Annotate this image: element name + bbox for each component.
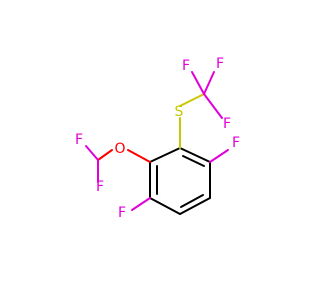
- s-c-bond: [179, 93, 205, 107]
- ring-f-left-bond: [131, 197, 151, 211]
- ring-double-bond-1: [182, 155, 205, 167]
- ring-bond-1: [179, 147, 211, 163]
- ring-double-bond-2: [180, 194, 204, 208]
- ring-o-bond: [127, 149, 151, 163]
- sulfur-label: S: [175, 104, 184, 120]
- molecule-structure: F F F S O F F F F: [75, 56, 240, 221]
- fluorine-label-chf2-top: F: [75, 132, 83, 148]
- ring-fluorines: [131, 149, 229, 211]
- ring-bond-4: [149, 197, 181, 215]
- oxygen-label: O: [114, 141, 125, 157]
- difluoromethoxy-group: [85, 145, 151, 183]
- cf3-bond-top: [203, 71, 215, 95]
- fluorine-label-ring-left: F: [118, 205, 126, 221]
- ring-bond-3: [179, 197, 211, 215]
- fluorine-label-top-left: F: [182, 58, 190, 74]
- ring-f-right-bond: [209, 149, 229, 163]
- fluorine-label-ring-right: F: [232, 135, 240, 151]
- fluorine-label-chf2-bottom: F: [96, 179, 104, 195]
- cf3-bond-right: [203, 93, 223, 119]
- chf2-bond-top: [85, 145, 99, 161]
- ring-bond-6: [149, 147, 181, 163]
- cf3-bond-left: [191, 71, 205, 95]
- molecule-diagram: F F F S O F F F F: [74, 56, 241, 221]
- trifluoromethylthio-group: [179, 71, 223, 149]
- fluorine-label-top-right: F: [223, 116, 231, 132]
- benzene-ring: [149, 147, 211, 215]
- fluorine-label-top-mid: F: [216, 56, 224, 72]
- o-c-bond: [97, 149, 113, 161]
